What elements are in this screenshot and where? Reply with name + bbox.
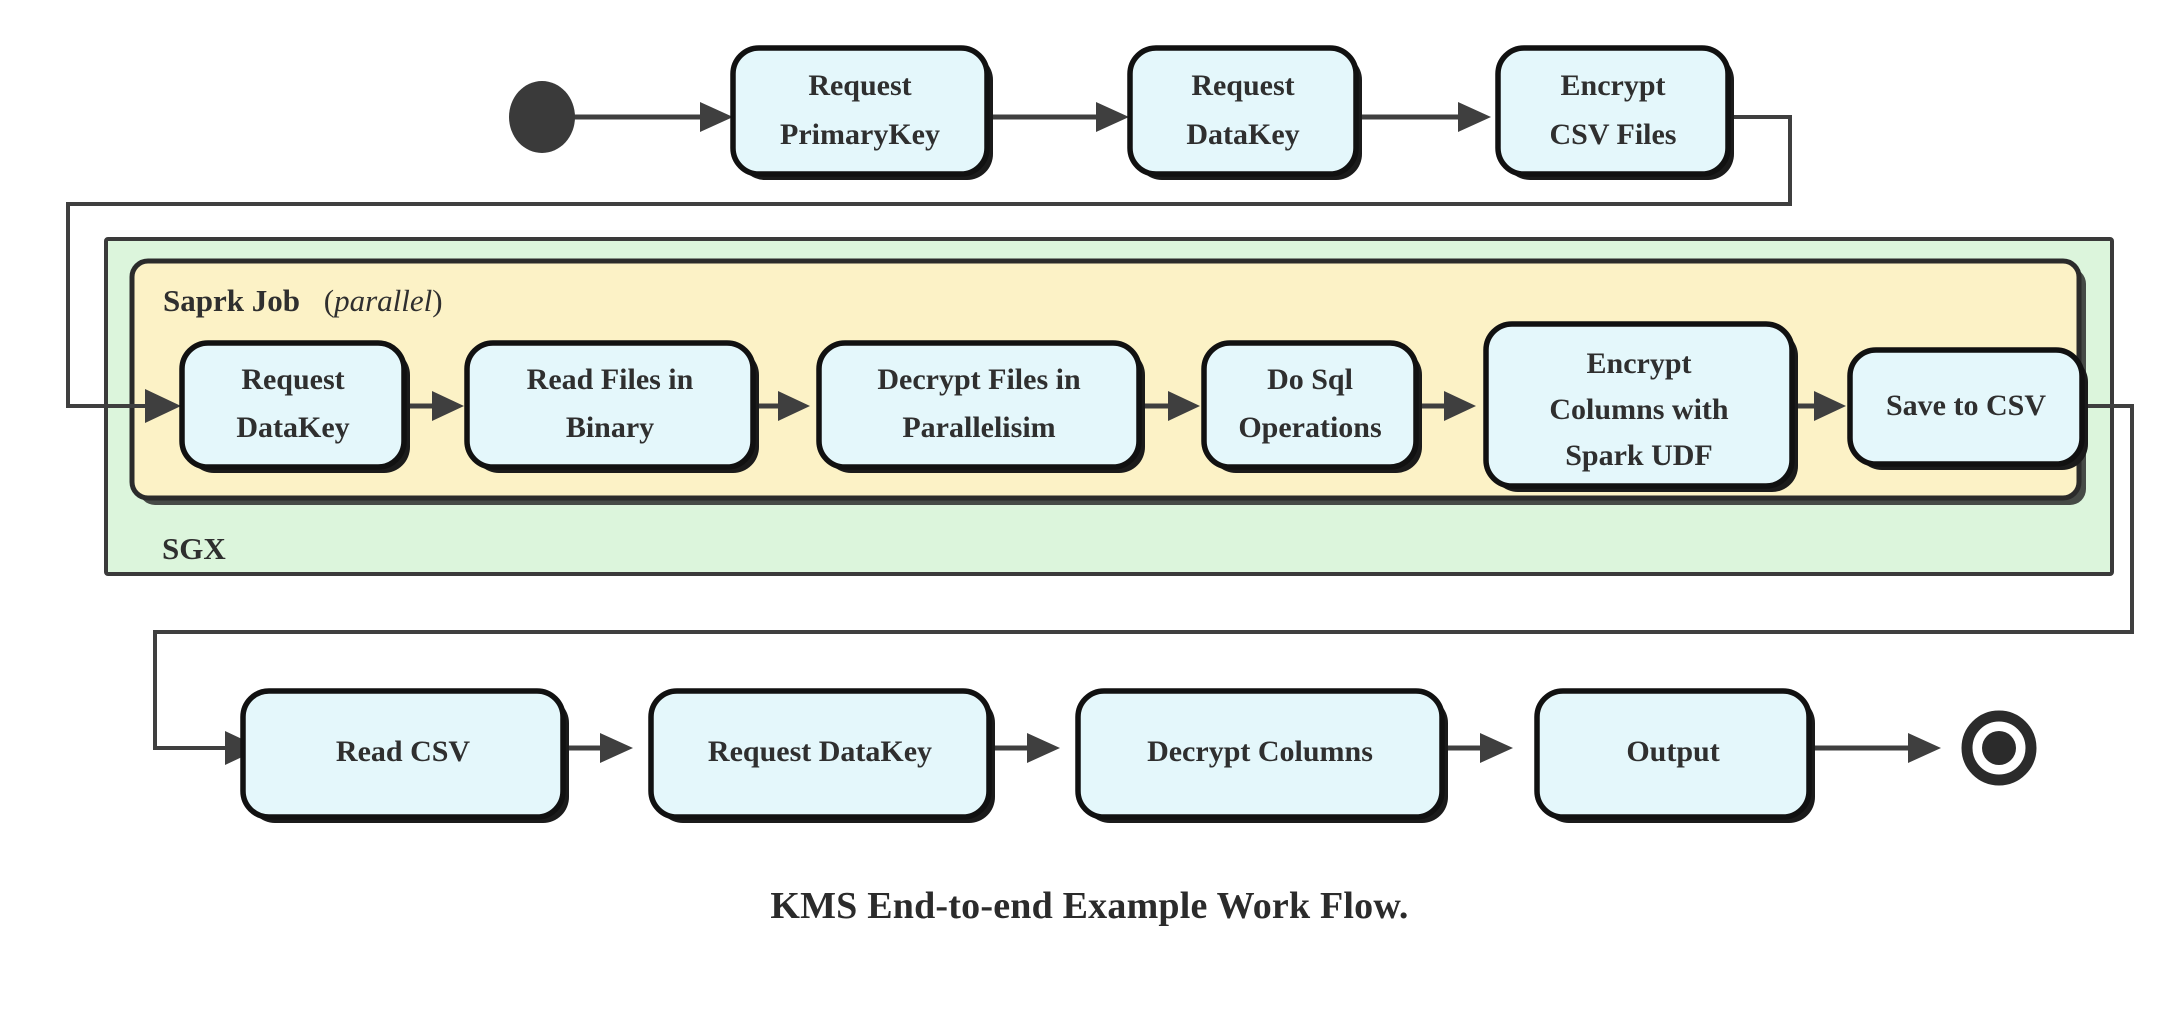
edge-request-datakey-bottom-to-decrypt-columns: [989, 733, 1060, 763]
node-rect[interactable]: [1127, 45, 1359, 177]
node-rect[interactable]: [179, 340, 407, 470]
spark-container-label-open-paren: (: [324, 283, 334, 318]
node-label-line2: Parallelisim: [902, 411, 1055, 444]
node-label-line1: Do Sql: [1267, 363, 1353, 396]
node-request-datakey-spark[interactable]: Request DataKey: [179, 340, 410, 473]
arrow-head-icon: [1027, 733, 1060, 763]
edge-output-to-end: [1808, 733, 1941, 763]
node-read-csv[interactable]: Read CSV: [240, 688, 569, 823]
node-label-line2: CSV Files: [1550, 118, 1677, 151]
start-node-icon: [509, 81, 575, 153]
node-label-line2: Binary: [566, 411, 654, 444]
node-rect[interactable]: [730, 45, 990, 177]
arrow-head-icon: [145, 389, 181, 423]
node-output[interactable]: Output: [1534, 688, 1815, 823]
node-label-line1: Request DataKey: [708, 735, 932, 768]
node-decrypt-columns[interactable]: Decrypt Columns: [1075, 688, 1448, 823]
node-rect[interactable]: [1534, 688, 1812, 820]
edge-encrypt-csv-to-spark-datakey: [66, 115, 1792, 423]
spark-container-label-bold: Saprk Job: [163, 283, 300, 318]
node-label-line1: Save to CSV: [1886, 389, 2046, 422]
node-save-to-csv[interactable]: Save to CSV: [1847, 347, 2088, 470]
node-request-datakey-bottom[interactable]: Request DataKey: [648, 688, 995, 823]
node-label-line2: DataKey: [236, 411, 349, 444]
node-request-primarykey[interactable]: Request PrimaryKey: [730, 45, 993, 180]
figure-caption: KMS End-to-end Example Work Flow.: [770, 885, 1409, 927]
node-rect[interactable]: [464, 340, 756, 470]
spark-container-label-close-paren: ): [432, 283, 442, 318]
edge-read-csv-to-request-datakey-bottom: [563, 733, 633, 763]
node-rect[interactable]: [1201, 340, 1419, 470]
node-label-line2: DataKey: [1186, 118, 1299, 151]
node-label-line1: Read Files in: [527, 363, 694, 396]
node-label-line3: Spark UDF: [1565, 439, 1713, 472]
node-label-line1: Request: [808, 69, 911, 102]
arrow-head-icon: [1908, 733, 1941, 763]
node-label-line1: Decrypt Files in: [877, 363, 1081, 396]
node-label-line1: Encrypt: [1587, 347, 1692, 380]
edge-datakey-to-encrypt-csv: [1360, 102, 1491, 132]
sgx-container-label: SGX: [162, 531, 226, 566]
node-rect[interactable]: [1495, 45, 1731, 177]
node-label-line1: Decrypt Columns: [1147, 735, 1373, 768]
node-encrypt-columns-with-spark-udf[interactable]: Encrypt Columns with Spark UDF: [1483, 321, 1798, 492]
node-label-line2: Operations: [1238, 411, 1381, 444]
node-label-line2: PrimaryKey: [780, 118, 940, 151]
arrow-head-icon: [1096, 102, 1129, 132]
arrow-head-icon: [1814, 391, 1846, 421]
end-node-icon: [1961, 710, 2037, 786]
arrow-head-icon: [432, 391, 464, 421]
node-rect[interactable]: [1847, 347, 2085, 467]
node-decrypt-files-in-parallelisim[interactable]: Decrypt Files in Parallelisim: [816, 340, 1145, 473]
node-encrypt-csv-files[interactable]: Encrypt CSV Files: [1495, 45, 1734, 180]
edge-spark-datakey-to-read-binary: [407, 391, 464, 421]
spark-container-label: Saprk Job (parallel): [163, 283, 443, 318]
node-rect[interactable]: [240, 688, 566, 820]
node-label-line1: Read CSV: [336, 735, 471, 768]
node-label-line1: Output: [1626, 735, 1719, 768]
node-label-line1: Encrypt: [1561, 69, 1666, 102]
node-read-files-in-binary[interactable]: Read Files in Binary: [464, 340, 759, 473]
arrow-head-icon: [1444, 391, 1476, 421]
node-label-line1: Request: [1191, 69, 1294, 102]
spark-container-label-emphasis: parallel: [332, 283, 432, 318]
arrow-head-icon: [778, 391, 810, 421]
node-rect[interactable]: [816, 340, 1142, 470]
node-rect[interactable]: [1075, 688, 1445, 820]
edge-start-to-request-primarykey: [572, 102, 733, 132]
arrow-head-icon: [700, 102, 733, 132]
node-do-sql-operations[interactable]: Do Sql Operations: [1201, 340, 1422, 473]
arrow-head-icon: [600, 733, 633, 763]
node-label-line1: Request: [241, 363, 344, 396]
node-rect[interactable]: [1483, 321, 1795, 489]
edge-primarykey-to-datakey: [986, 102, 1129, 132]
edge-decrypt-columns-to-output: [1442, 733, 1513, 763]
node-rect[interactable]: [648, 688, 992, 820]
arrow-head-icon: [1168, 391, 1200, 421]
node-request-datakey-top[interactable]: Request DataKey: [1127, 45, 1362, 180]
arrow-head-icon: [1480, 733, 1513, 763]
arrow-head-icon: [1458, 102, 1491, 132]
node-label-line2: Columns with: [1549, 393, 1729, 426]
